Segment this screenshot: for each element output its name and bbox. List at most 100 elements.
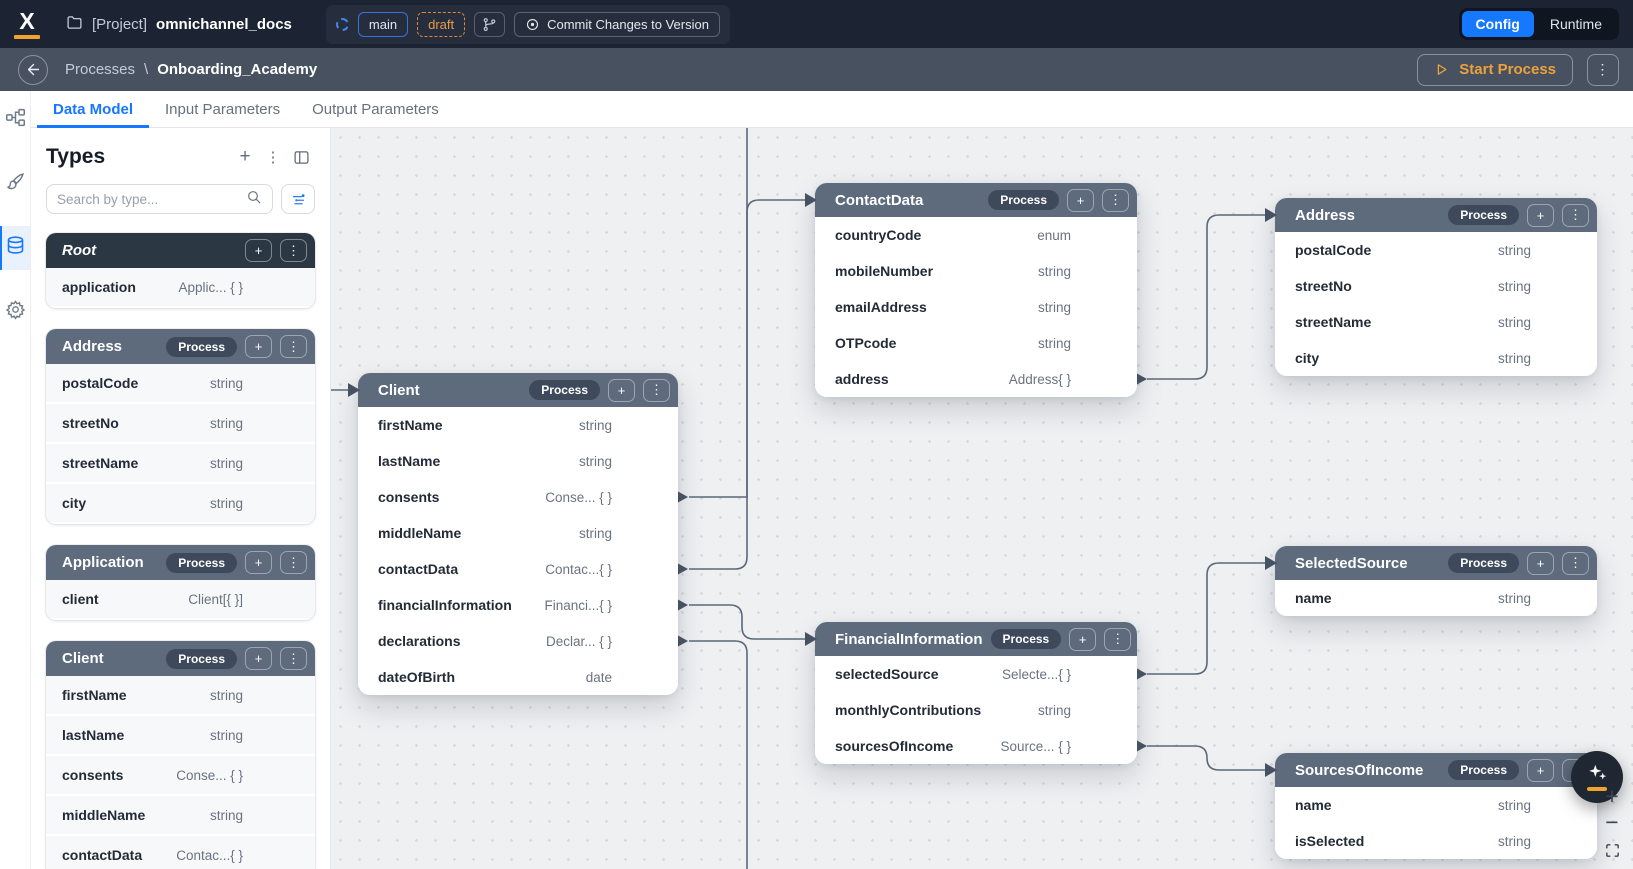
add-field-button[interactable]: + [245, 647, 272, 670]
app-logo[interactable]: X [14, 9, 40, 39]
tab-output-parameters[interactable]: Output Parameters [312, 100, 439, 118]
sidebar-item-gear[interactable] [0, 290, 30, 334]
add-field-button[interactable]: + [1527, 758, 1554, 782]
sidebar-item-database[interactable] [0, 226, 30, 270]
ai-assistant-button[interactable] [1571, 751, 1623, 803]
field-type: string [209, 495, 243, 511]
entity-more-button[interactable]: ⋮ [280, 647, 307, 670]
entity-more-button[interactable]: ⋮ [280, 551, 307, 574]
mode-runtime-button[interactable]: Runtime [1536, 11, 1616, 37]
process-more-button[interactable]: ⋮ [1587, 53, 1619, 86]
add-field-button[interactable]: + [1527, 203, 1554, 227]
branch-main-button[interactable]: main [357, 11, 409, 37]
mode-config-button[interactable]: Config [1461, 11, 1534, 37]
tab-input-parameters[interactable]: Input Parameters [165, 100, 281, 118]
field-name: name [1295, 797, 1332, 813]
back-button[interactable] [18, 54, 48, 85]
entity-more-button[interactable]: ⋮ [1104, 627, 1132, 651]
git-branch-button[interactable] [474, 11, 506, 37]
field-name: consents [62, 767, 124, 783]
add-field-button[interactable]: + [245, 239, 272, 262]
add-type-button[interactable]: + [231, 143, 259, 171]
commit-changes-button[interactable]: Commit Changes to Version [514, 11, 720, 37]
add-field-button[interactable]: + [245, 551, 272, 574]
add-field-button[interactable]: + [1527, 551, 1554, 575]
field-type: Selecte...{ } [1001, 666, 1071, 682]
field-name: middleName [62, 807, 146, 823]
sidebar-item-brush[interactable] [0, 162, 30, 206]
node-sourcesofincome[interactable]: SourcesOfIncomeProcess+⋮namestringisSele… [1275, 753, 1597, 859]
sidebar-item-flow[interactable] [0, 98, 30, 142]
entity-more-button[interactable]: ⋮ [1562, 551, 1589, 575]
type-filter-button[interactable] [281, 184, 315, 214]
entity-more-button[interactable]: ⋮ [280, 239, 307, 262]
entity-more-button[interactable]: ⋮ [1102, 188, 1129, 212]
types-more-button[interactable]: ⋮ [259, 143, 287, 171]
zoom-in-button[interactable]: + [1598, 783, 1626, 809]
sparkle-icon [1588, 764, 1606, 780]
flow-icon [5, 107, 26, 133]
fit-view-button[interactable] [1598, 838, 1626, 864]
entity-more-button[interactable]: ⋮ [643, 378, 670, 402]
branch-draft-button[interactable]: draft [417, 11, 466, 37]
add-field-button[interactable]: + [1069, 627, 1097, 651]
entity-more-button[interactable]: ⋮ [280, 335, 307, 358]
breadcrumb-section[interactable]: Processes [65, 61, 136, 78]
zoom-out-button[interactable]: − [1598, 809, 1626, 835]
type-search-input[interactable] [57, 191, 246, 207]
tab-data-model[interactable]: Data Model [37, 91, 150, 128]
add-field-button[interactable]: + [1067, 188, 1094, 212]
entity-more-button[interactable]: ⋮ [1562, 203, 1589, 227]
start-process-button[interactable]: Start Process [1417, 53, 1573, 86]
breadcrumb-current: Onboarding_Academy [157, 61, 318, 78]
add-field-button[interactable]: + [245, 335, 272, 358]
collapse-panel-button[interactable] [287, 143, 315, 171]
add-field-button[interactable]: + [608, 378, 635, 402]
